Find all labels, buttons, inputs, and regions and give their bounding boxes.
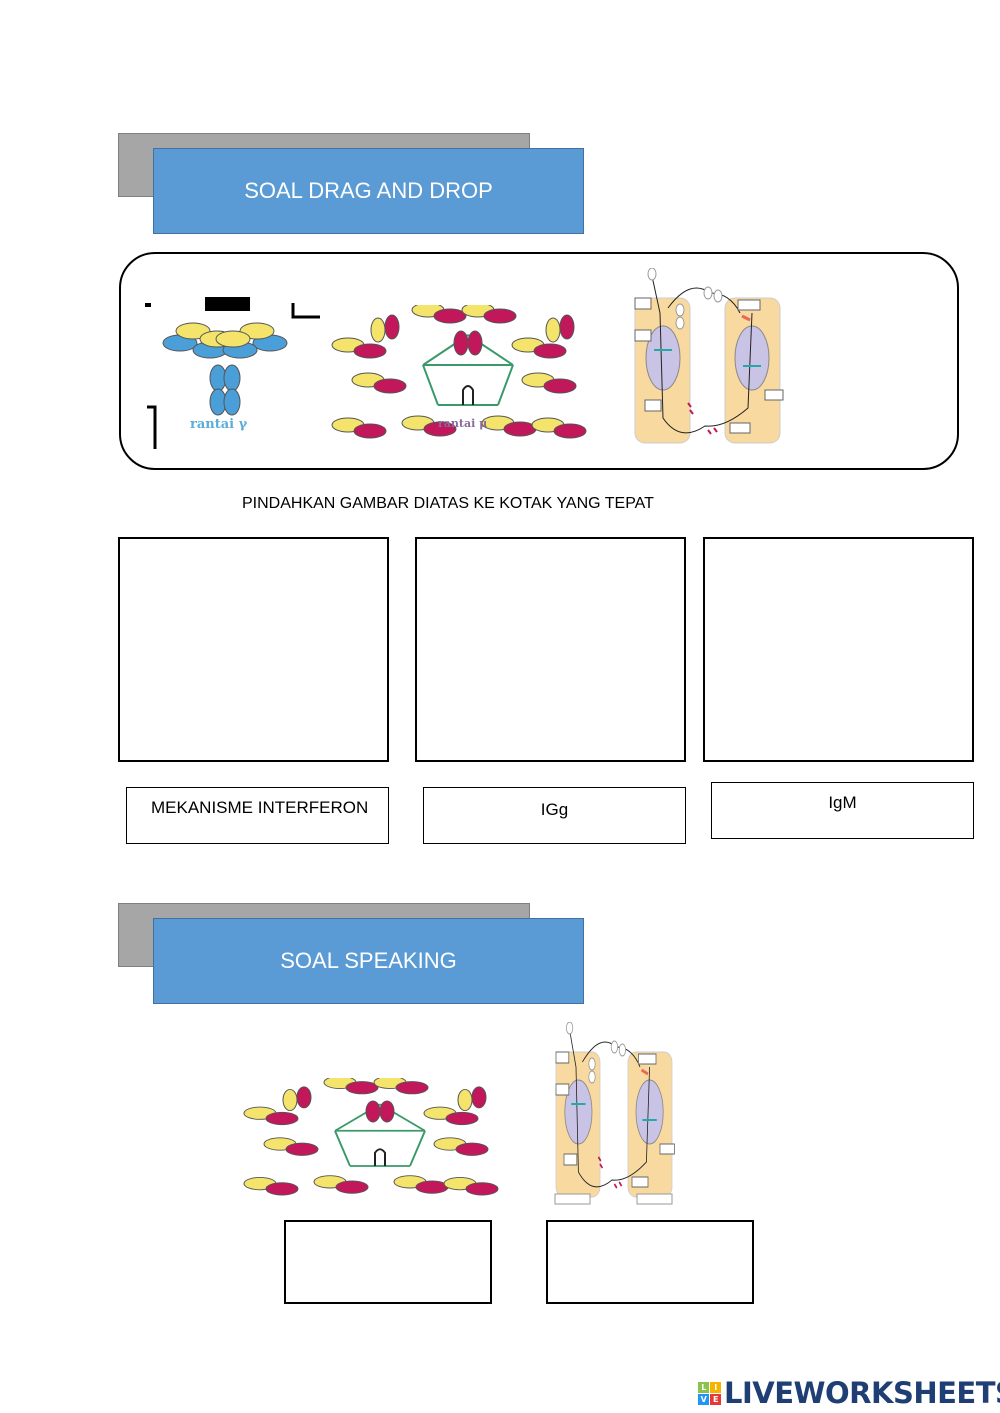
speaking-answer-box-2[interactable] <box>546 1220 754 1304</box>
interferon-mechanism-icon <box>554 1020 676 1205</box>
label-igm: IgM <box>711 782 974 839</box>
section1-title: SOAL DRAG AND DROP <box>244 178 493 203</box>
igm-caption: rantai μ <box>438 417 488 430</box>
section1-header: SOAL DRAG AND DROP <box>153 148 584 234</box>
image-tray <box>119 252 959 470</box>
section2-title: SOAL SPEAKING <box>280 948 457 973</box>
section2-header: SOAL SPEAKING <box>153 918 584 1004</box>
label-text: MEKANISME INTERFERON <box>151 798 369 817</box>
igg-caption: rantai γ <box>190 417 248 432</box>
speaking-image-igm <box>240 1078 530 1208</box>
label-text: IgM <box>828 793 857 812</box>
label-mekanisme-interferon: MEKANISME INTERFERON <box>126 787 389 844</box>
label-igg: IGg <box>423 787 686 844</box>
igm-antibody-icon <box>240 1078 530 1210</box>
speaking-answer-box-1[interactable] <box>284 1220 492 1304</box>
draggable-image-igm[interactable]: rantai μ <box>328 305 618 455</box>
drop-zone-3[interactable] <box>703 537 974 762</box>
draggable-image-interferon[interactable] <box>630 266 790 458</box>
instruction-text: PINDAHKAN GAMBAR DIATAS KE KOTAK YANG TE… <box>242 495 654 512</box>
igg-antibody-icon <box>145 297 320 449</box>
drop-zone-1[interactable] <box>118 537 389 762</box>
interferon-mechanism-icon <box>633 266 785 445</box>
draggable-image-igg[interactable]: rantai γ <box>145 295 325 455</box>
speaking-image-interferon <box>552 1020 682 1212</box>
drop-zone-2[interactable] <box>415 537 686 762</box>
label-text: IGg <box>540 800 569 819</box>
logo-text: LIVEWORKSHEETS <box>724 1376 1000 1410</box>
igm-antibody-icon <box>328 305 618 455</box>
